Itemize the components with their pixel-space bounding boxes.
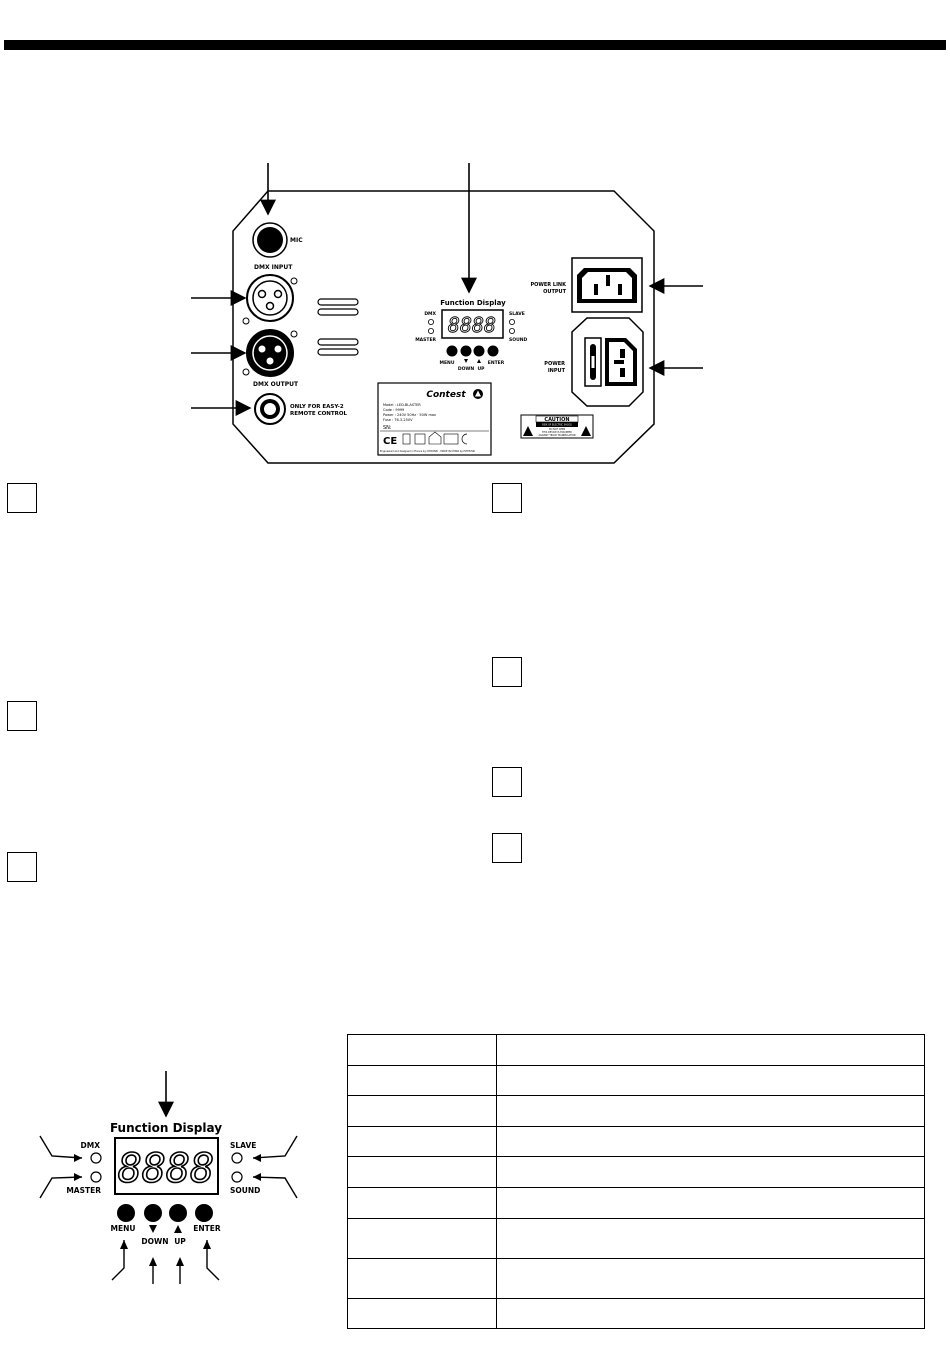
detail-sound-led bbox=[231, 1171, 243, 1183]
table-row bbox=[347, 1095, 925, 1127]
svg-text:Power : 240V 50Hz · 50W max: Power : 240V 50Hz · 50W max bbox=[383, 413, 436, 417]
panel-sound-label: SOUND bbox=[509, 337, 527, 343]
detail-up-button bbox=[169, 1204, 187, 1222]
detail-up-label: UP bbox=[174, 1237, 186, 1246]
vent-slot bbox=[317, 338, 359, 346]
table-row bbox=[347, 1126, 925, 1157]
function-table bbox=[347, 1034, 925, 1329]
remote-label-line2: REMOTE CONTROL bbox=[290, 411, 348, 417]
detail-slave-led bbox=[231, 1152, 243, 1164]
svg-text:Engineered and designed in Fra: Engineered and designed in France by CIT… bbox=[380, 450, 476, 453]
panel-sound-led bbox=[508, 327, 515, 334]
svg-text:CAUTION: CAUTION bbox=[544, 417, 569, 423]
svg-text:AGAINST TRICKY MANIPULATION: AGAINST TRICKY MANIPULATION bbox=[538, 434, 575, 437]
svg-text:DO NOT OPEN: DO NOT OPEN bbox=[549, 428, 566, 431]
mic-label: MIC bbox=[290, 237, 303, 244]
svg-text:Model : LED-BLASTER: Model : LED-BLASTER bbox=[383, 403, 421, 407]
brand-logo: Contest bbox=[426, 390, 466, 400]
panel-up-label: UP bbox=[478, 366, 486, 372]
svg-text:SN:: SN: bbox=[383, 425, 392, 431]
callout-box-1 bbox=[7, 483, 37, 513]
panel-menu-button bbox=[446, 345, 458, 357]
detail-led-display bbox=[114, 1137, 219, 1195]
remote-label-line1: ONLY FOR EASY-2 bbox=[290, 404, 344, 410]
header-rule bbox=[4, 40, 946, 50]
detail-enter-button bbox=[195, 1204, 213, 1222]
dmx-input-label: DMX INPUT bbox=[254, 264, 293, 271]
panel-master-label: MASTER bbox=[415, 337, 436, 343]
table-row bbox=[347, 1156, 925, 1188]
dmx-output-connector bbox=[246, 329, 294, 377]
table-row bbox=[347, 1218, 925, 1259]
device-rear-panel-diagram: MIC DMX INPUT DMX OUTPUT ONLY FOR EASY-2… bbox=[191, 163, 703, 464]
detail-display-digits: 8888 bbox=[118, 1146, 214, 1192]
detail-slave-label: SLAVE bbox=[230, 1141, 256, 1150]
detail-title: Function Display bbox=[110, 1121, 222, 1135]
detail-sound-label: SOUND bbox=[230, 1186, 260, 1195]
detail-down-button bbox=[144, 1204, 162, 1222]
panel-enter-label: ENTER bbox=[488, 360, 505, 366]
panel-led-display bbox=[441, 309, 504, 339]
panel-master-led bbox=[427, 327, 434, 334]
detail-down-label: DOWN bbox=[141, 1237, 168, 1246]
svg-text:Fuse : T6.3-250V: Fuse : T6.3-250V bbox=[383, 418, 413, 422]
table-row bbox=[347, 1034, 925, 1066]
dmx-output-label: DMX OUTPUT bbox=[253, 381, 299, 388]
table-row bbox=[347, 1065, 925, 1096]
svg-text:Code : 9999: Code : 9999 bbox=[383, 408, 404, 412]
callout-box-3 bbox=[7, 852, 37, 882]
detail-dmx-led bbox=[90, 1152, 102, 1164]
callout-box-5 bbox=[492, 657, 522, 687]
svg-text:THIS DEVICE IS EQUIPPED: THIS DEVICE IS EQUIPPED bbox=[542, 431, 572, 434]
panel-menu-label: MENU bbox=[440, 360, 455, 366]
panel-down-label: DOWN bbox=[458, 366, 475, 372]
svg-text:RISK OF ELECTRIC SHOCK: RISK OF ELECTRIC SHOCK bbox=[542, 424, 572, 427]
vent-slot bbox=[317, 298, 359, 306]
callout-box-6 bbox=[492, 767, 522, 797]
power-link-label-2: OUTPUT bbox=[543, 289, 566, 295]
panel-slave-label: SLAVE bbox=[509, 311, 525, 317]
detail-master-led bbox=[90, 1171, 102, 1183]
table-row bbox=[347, 1298, 925, 1329]
panel-dmx-label: DMX bbox=[424, 311, 436, 317]
panel-function-display-label: Function Display bbox=[440, 299, 506, 307]
rating-plate bbox=[377, 382, 492, 456]
power-link-label-1: POWER LINK bbox=[530, 282, 567, 288]
panel-up-button bbox=[473, 345, 485, 357]
detail-dmx-label: DMX bbox=[81, 1141, 101, 1150]
table-row bbox=[347, 1187, 925, 1219]
detail-menu-label: MENU bbox=[111, 1224, 136, 1233]
callout-box-7 bbox=[492, 833, 522, 863]
vent-slot bbox=[317, 308, 359, 316]
detail-master-label: MASTER bbox=[66, 1186, 101, 1195]
panel-display-digits: 8888 bbox=[448, 313, 496, 337]
callout-box-4 bbox=[492, 483, 522, 513]
panel-down-button bbox=[460, 345, 472, 357]
callout-box-2 bbox=[7, 701, 37, 731]
table-row bbox=[347, 1258, 925, 1299]
panel-dmx-led bbox=[427, 318, 434, 325]
dmx-input-connector bbox=[246, 274, 294, 322]
power-input-label-2: INPUT bbox=[548, 368, 566, 374]
panel-enter-button bbox=[487, 345, 499, 357]
panel-slave-led bbox=[508, 318, 515, 325]
function-display-detail: Function Display 8888 DMX MASTER SLAVE S… bbox=[39, 1071, 298, 1284]
power-input-label-1: POWER bbox=[544, 361, 565, 367]
svg-text:CE: CE bbox=[383, 436, 397, 447]
detail-menu-button bbox=[117, 1204, 135, 1222]
vent-slot bbox=[317, 348, 359, 356]
detail-enter-label: ENTER bbox=[193, 1224, 221, 1233]
